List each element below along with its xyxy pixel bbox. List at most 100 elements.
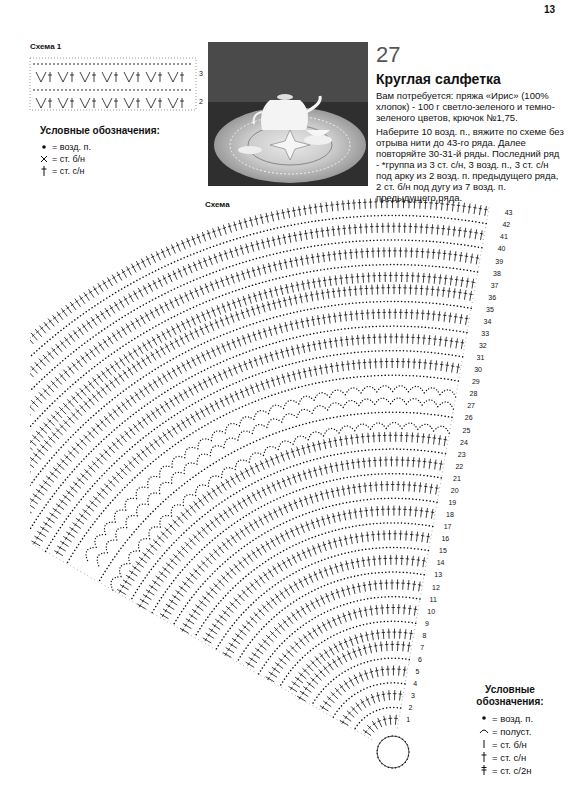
legend-heading: Условные обозначения: [455, 684, 565, 708]
row-number: 35 [485, 306, 495, 314]
row-number: 43 [504, 209, 514, 217]
chain-row [216, 548, 429, 650]
legend-text: = полуст. [492, 726, 531, 737]
stitch-symbol [41, 156, 47, 162]
stitch-row [223, 555, 426, 658]
scheme-heading: Схема 1 [30, 42, 61, 51]
chain-row [67, 375, 459, 563]
row-number: 5 [415, 668, 421, 676]
stitch-row [246, 579, 422, 667]
chain-row [333, 683, 405, 718]
stitch-symbol [42, 166, 47, 176]
row-number: 21 [452, 475, 462, 483]
row-number: 33 [480, 330, 490, 338]
stitch-row [30, 247, 479, 502]
stitch-row [289, 629, 413, 692]
row-number: 22 [454, 463, 464, 471]
chain-row [46, 351, 463, 552]
legend-symbol [478, 725, 490, 737]
stitch-symbol [482, 752, 487, 762]
legend-text: = ст. с/2н [492, 765, 531, 776]
legend-text: = возд. п. [492, 713, 533, 724]
legend-symbol [478, 764, 490, 776]
row-number: 2 [199, 98, 203, 106]
stitch-row [363, 715, 398, 736]
materials-text: Вам потребуется: пряжа «Ирис» (100% хлоп… [376, 90, 564, 123]
instructions-text: Наберите 10 возд. п., вяжите по схеме бе… [376, 126, 564, 203]
row-number: 6 [417, 656, 423, 664]
schema1-frame [30, 58, 196, 110]
row-number: 38 [492, 270, 502, 278]
chain-row [30, 265, 478, 509]
row-number: 34 [483, 318, 493, 326]
chain-row [30, 240, 482, 496]
chain-row [259, 597, 421, 675]
row-number: 25 [462, 427, 472, 435]
row-number: 24 [459, 439, 469, 447]
chain-row [195, 523, 433, 638]
row-number: 3 [410, 692, 416, 700]
stitch-symbol [482, 765, 487, 775]
stitch-row [30, 223, 483, 488]
legend-heading: Условные обозначения: [40, 125, 160, 137]
fan-edge [30, 208, 489, 741]
row-number: 40 [497, 245, 507, 253]
row-number: 19 [447, 499, 457, 507]
stitch-row [320, 666, 407, 712]
stitch-row [32, 333, 465, 546]
row-number: 41 [499, 233, 509, 241]
legend-symbol [38, 141, 50, 153]
chart-heading: Схема [205, 200, 230, 209]
arch-row [97, 398, 453, 566]
center-chain [377, 736, 409, 768]
chain-row [30, 215, 486, 483]
row-number: 4 [412, 680, 418, 688]
chart-fan [30, 198, 489, 740]
chain-row [99, 412, 452, 582]
row-number: 3 [199, 70, 203, 78]
row-number: 18 [445, 511, 455, 519]
row-number: 31 [476, 354, 486, 362]
arch-row [86, 386, 456, 561]
legend-symbol [478, 738, 490, 750]
stitch-row [30, 272, 475, 517]
legend-text: = ст. с/н [52, 166, 84, 176]
chain-symbol [42, 145, 46, 149]
legend-row: = ст. б/н [478, 738, 527, 750]
chain-row [30, 326, 467, 539]
row-number: 2 [408, 704, 414, 712]
legend-row: = возд. п. [478, 712, 533, 724]
stitch-row [180, 506, 434, 634]
legend-row: = ст. с/н [478, 751, 526, 763]
doily-photo [208, 42, 368, 186]
legend-row: = полуст. [478, 725, 531, 737]
chain-row [237, 572, 424, 662]
pattern-title: Круглая салфетка [376, 71, 501, 87]
row-number: 7 [419, 644, 425, 652]
stitch-symbol [484, 740, 485, 748]
row-number: 16 [440, 535, 450, 543]
row-number: 37 [490, 282, 500, 290]
stitch-row [297, 641, 411, 701]
row-number: 39 [494, 258, 504, 266]
legend-text: = ст. б/н [492, 739, 527, 750]
stitch-marks [36, 72, 184, 108]
chain-row [173, 498, 437, 625]
row-number: 23 [457, 451, 467, 459]
row-number: 20 [450, 487, 460, 495]
row-number: 42 [501, 221, 511, 229]
row-number: 17 [443, 523, 453, 531]
row-number: 30 [473, 366, 483, 374]
legend-symbol [478, 712, 490, 724]
legend-symbol [38, 165, 50, 177]
legend-row: = ст. б/н [38, 153, 85, 165]
stitch-symbol [480, 730, 488, 733]
row-number: 15 [438, 547, 448, 555]
row-number: 13 [433, 571, 443, 579]
chain-row [280, 621, 416, 686]
stitch-row [203, 530, 430, 643]
stitch-row [340, 690, 402, 725]
row-number: 28 [469, 390, 479, 398]
chain-symbol [482, 716, 486, 720]
